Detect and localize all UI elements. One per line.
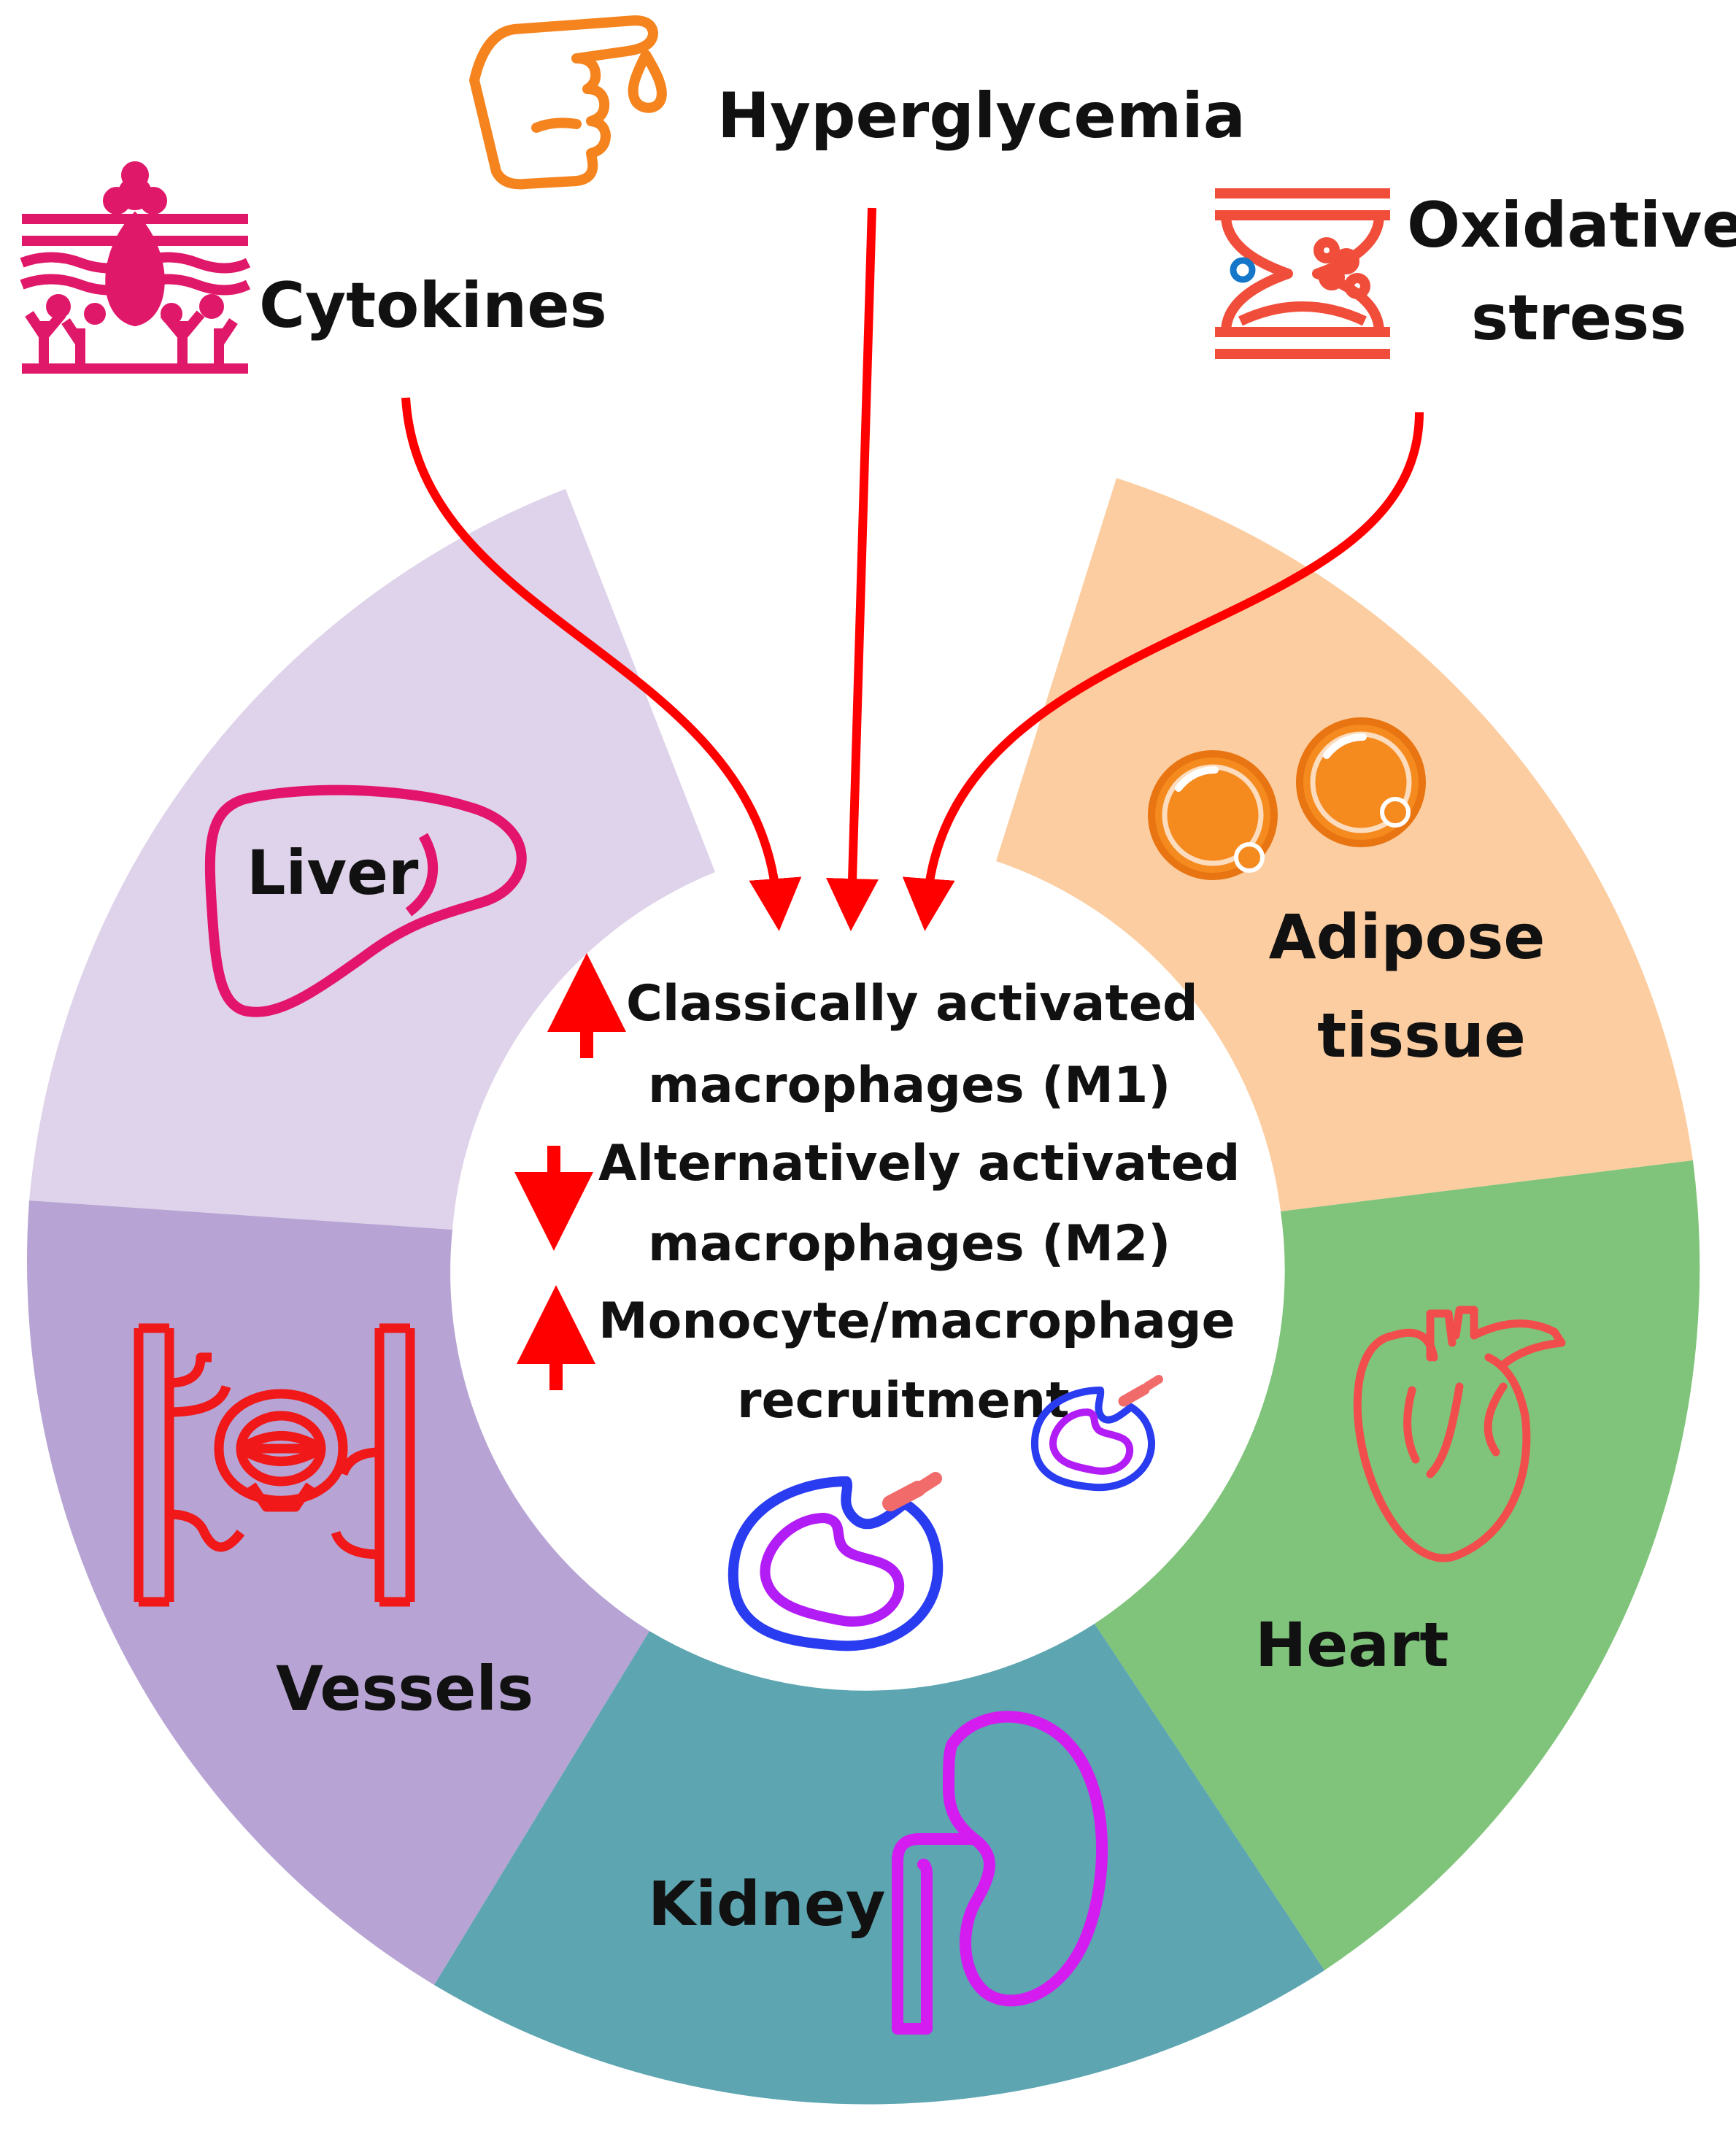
- macrophage-icon: [1030, 1375, 1163, 1492]
- m2-line1: Alternatively activated: [598, 1135, 1240, 1192]
- liver-segment: [29, 489, 715, 1230]
- hyperglycemia-arrow: [826, 207, 879, 931]
- m1-line1: Classically activated: [626, 975, 1198, 1033]
- m2-line2: macrophages (M2): [648, 1215, 1170, 1273]
- oxidative-label-line2: stress: [1471, 282, 1686, 355]
- m1-line2: macrophages (M1): [648, 1057, 1170, 1114]
- heart-label: Heart: [1255, 1609, 1449, 1681]
- hyperglycemia-label: Hyperglycemia: [717, 80, 1246, 153]
- hourglass-molecules-icon: [1215, 188, 1390, 359]
- oxidative-arrow: [902, 412, 1424, 931]
- adipose-label-line2: tissue: [1317, 1000, 1526, 1071]
- adipose-label-line1: Adipose: [1269, 901, 1546, 973]
- vessels-segment: [26, 1200, 649, 1985]
- skin-cytokine-icon: [20, 161, 251, 374]
- cytokines-arrow: [401, 397, 802, 931]
- kidney-icon: [892, 1711, 1108, 2035]
- heart-segment: [1095, 1160, 1700, 1970]
- heart-icon: [1353, 1306, 1566, 1562]
- liver-label: Liver: [247, 837, 419, 909]
- kidney-segment: [434, 1624, 1324, 2105]
- macrophage-icon: [728, 1472, 944, 1651]
- vessels-label: Vessels: [276, 1653, 533, 1724]
- kidney-label: Kidney: [648, 1868, 886, 1940]
- molecule-dot-icon: [1230, 257, 1256, 283]
- recruitment-line1: Monocyte/macrophage: [598, 1292, 1235, 1350]
- recruitment-line2: recruitment: [737, 1372, 1070, 1430]
- finger-blood-drop-icon: [469, 15, 667, 190]
- cytokines-label: Cytokines: [259, 269, 607, 342]
- blood-vessels-icon: [134, 1323, 415, 1607]
- fat-cells-icon: [1148, 717, 1426, 880]
- liver-icon: [204, 784, 527, 1017]
- oxidative-label-line1: Oxidative: [1407, 189, 1736, 262]
